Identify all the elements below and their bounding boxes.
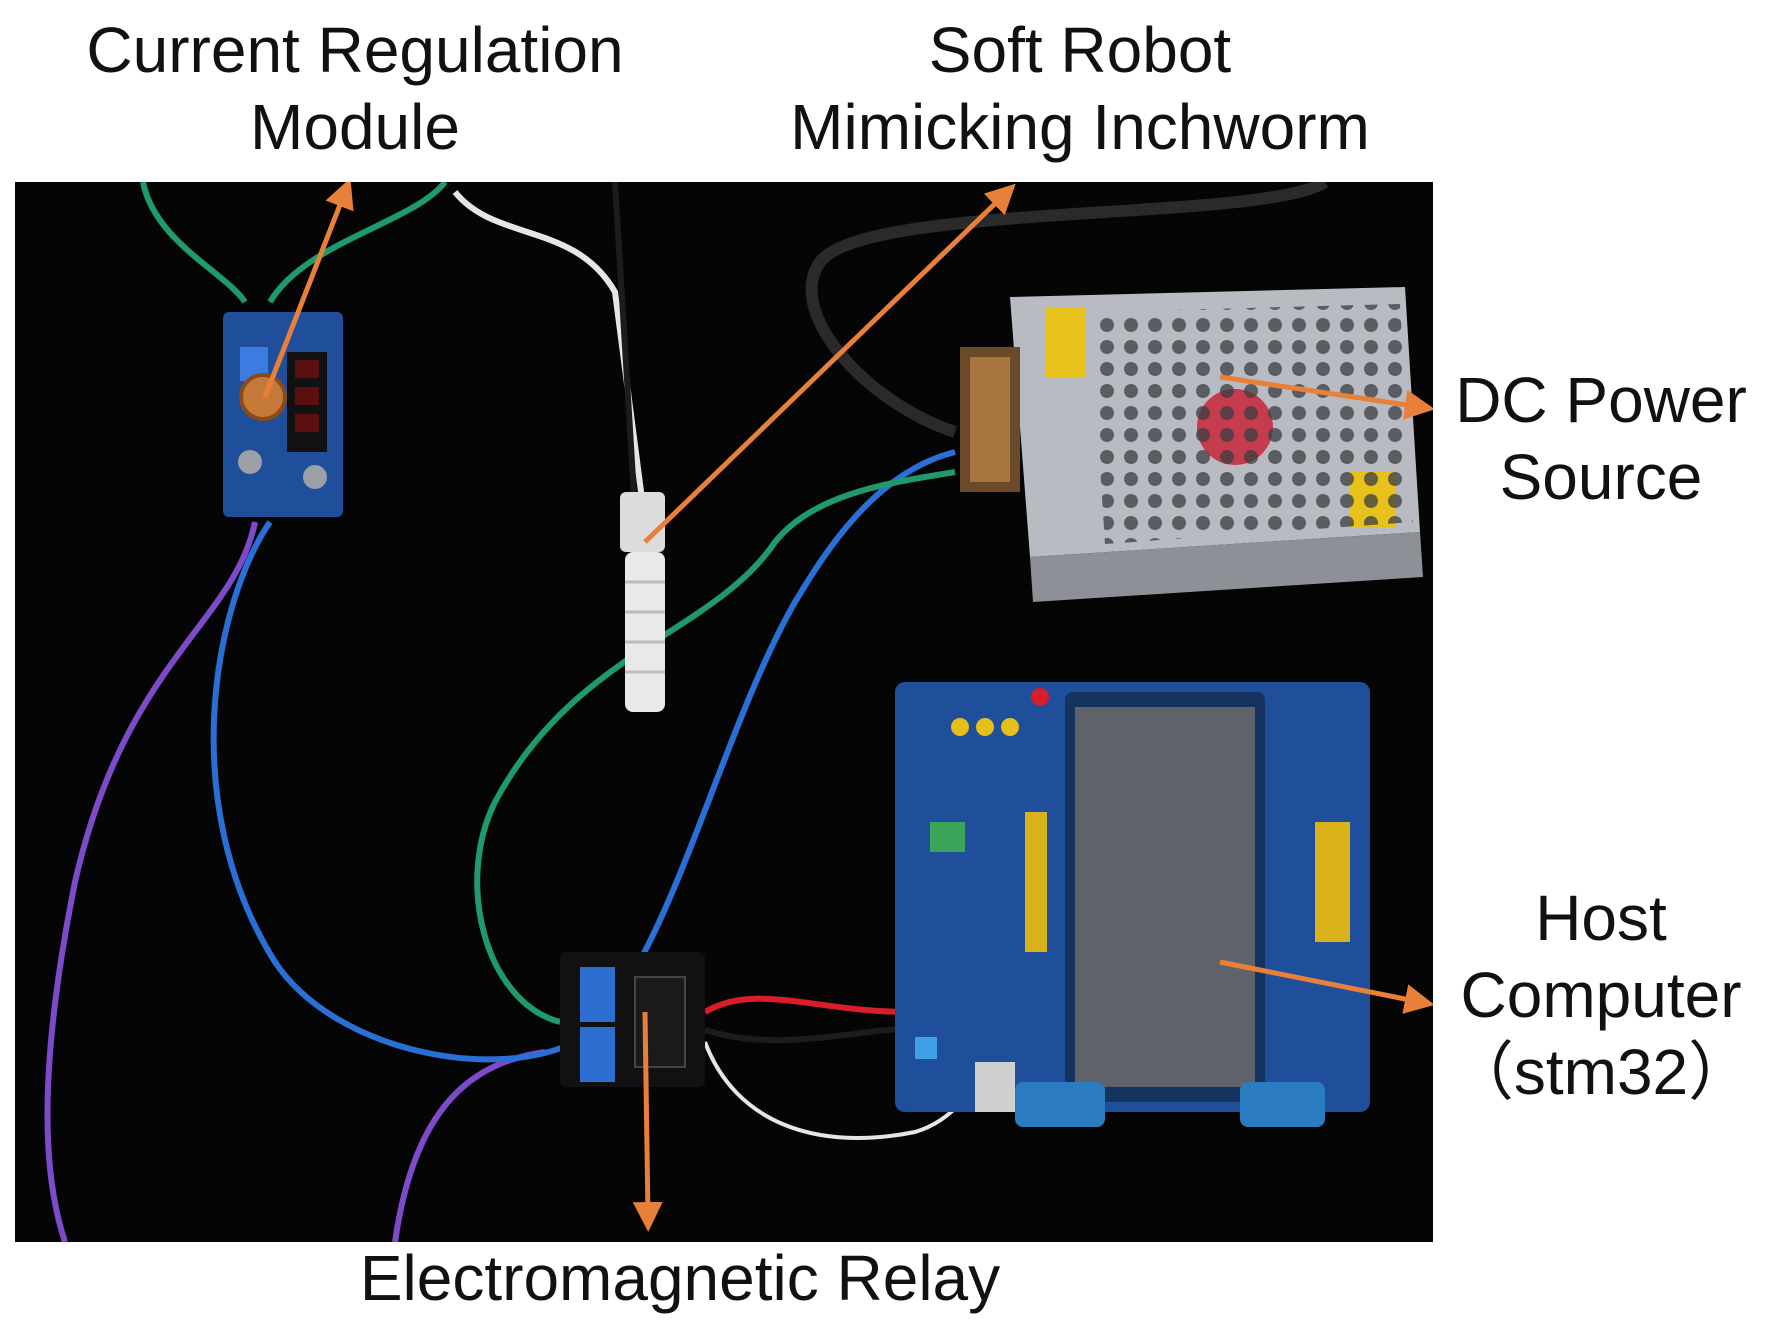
arrow-relay (632, 1011, 663, 1232)
callout-arrows (262, 182, 1433, 1232)
label-line: Mimicking Inchworm (790, 90, 1370, 163)
soft-robot-inchworm (620, 492, 665, 712)
label-line: Source (1499, 440, 1703, 513)
black-wire-relay (704, 1025, 911, 1044)
label-line: （stm32） (1449, 1035, 1753, 1108)
electromagnetic-relay-board (560, 952, 705, 1087)
arrow-soft-robot (643, 183, 1016, 544)
green-wire-top-left (140, 182, 248, 304)
label-line: Soft Robot (928, 14, 1232, 86)
soft-robot-label: Soft Robot Mimicking Inchworm (730, 12, 1430, 166)
dc-power-supply (960, 287, 1423, 602)
white-wire-top (452, 190, 648, 523)
hardware-setup-photo (15, 182, 1433, 1242)
dc-power-source-label: DC Power Source (1436, 362, 1766, 516)
green-wire-top (267, 182, 448, 304)
arrow-dc-power (1219, 374, 1433, 420)
purple-wire-long (44, 521, 258, 1242)
green-wire-long (474, 469, 956, 1025)
black-wire-top (612, 182, 638, 513)
hardware-illustration (44, 182, 1433, 1242)
arrow-current-regulation (262, 182, 354, 398)
red-wire (703, 995, 911, 1015)
host-computer-label: Host Computer （stm32） (1436, 880, 1766, 1110)
label-line: Host (1535, 882, 1667, 954)
current-regulation-board (223, 312, 343, 517)
arrow-host-computer (1219, 959, 1433, 1014)
purple-wire-relay (392, 1049, 546, 1242)
black-power-cable (805, 182, 1329, 438)
electromagnetic-relay-label: Electromagnetic Relay (300, 1240, 1060, 1317)
current-regulation-module-label: Current Regulation Module (30, 12, 680, 166)
label-line: DC Power (1455, 364, 1747, 436)
label-line: Electromagnetic Relay (359, 1242, 1001, 1314)
label-line: Module (250, 90, 460, 163)
stm32-host-board (895, 682, 1370, 1127)
label-line: Computer (1460, 958, 1742, 1031)
label-line: Current Regulation (86, 14, 624, 86)
